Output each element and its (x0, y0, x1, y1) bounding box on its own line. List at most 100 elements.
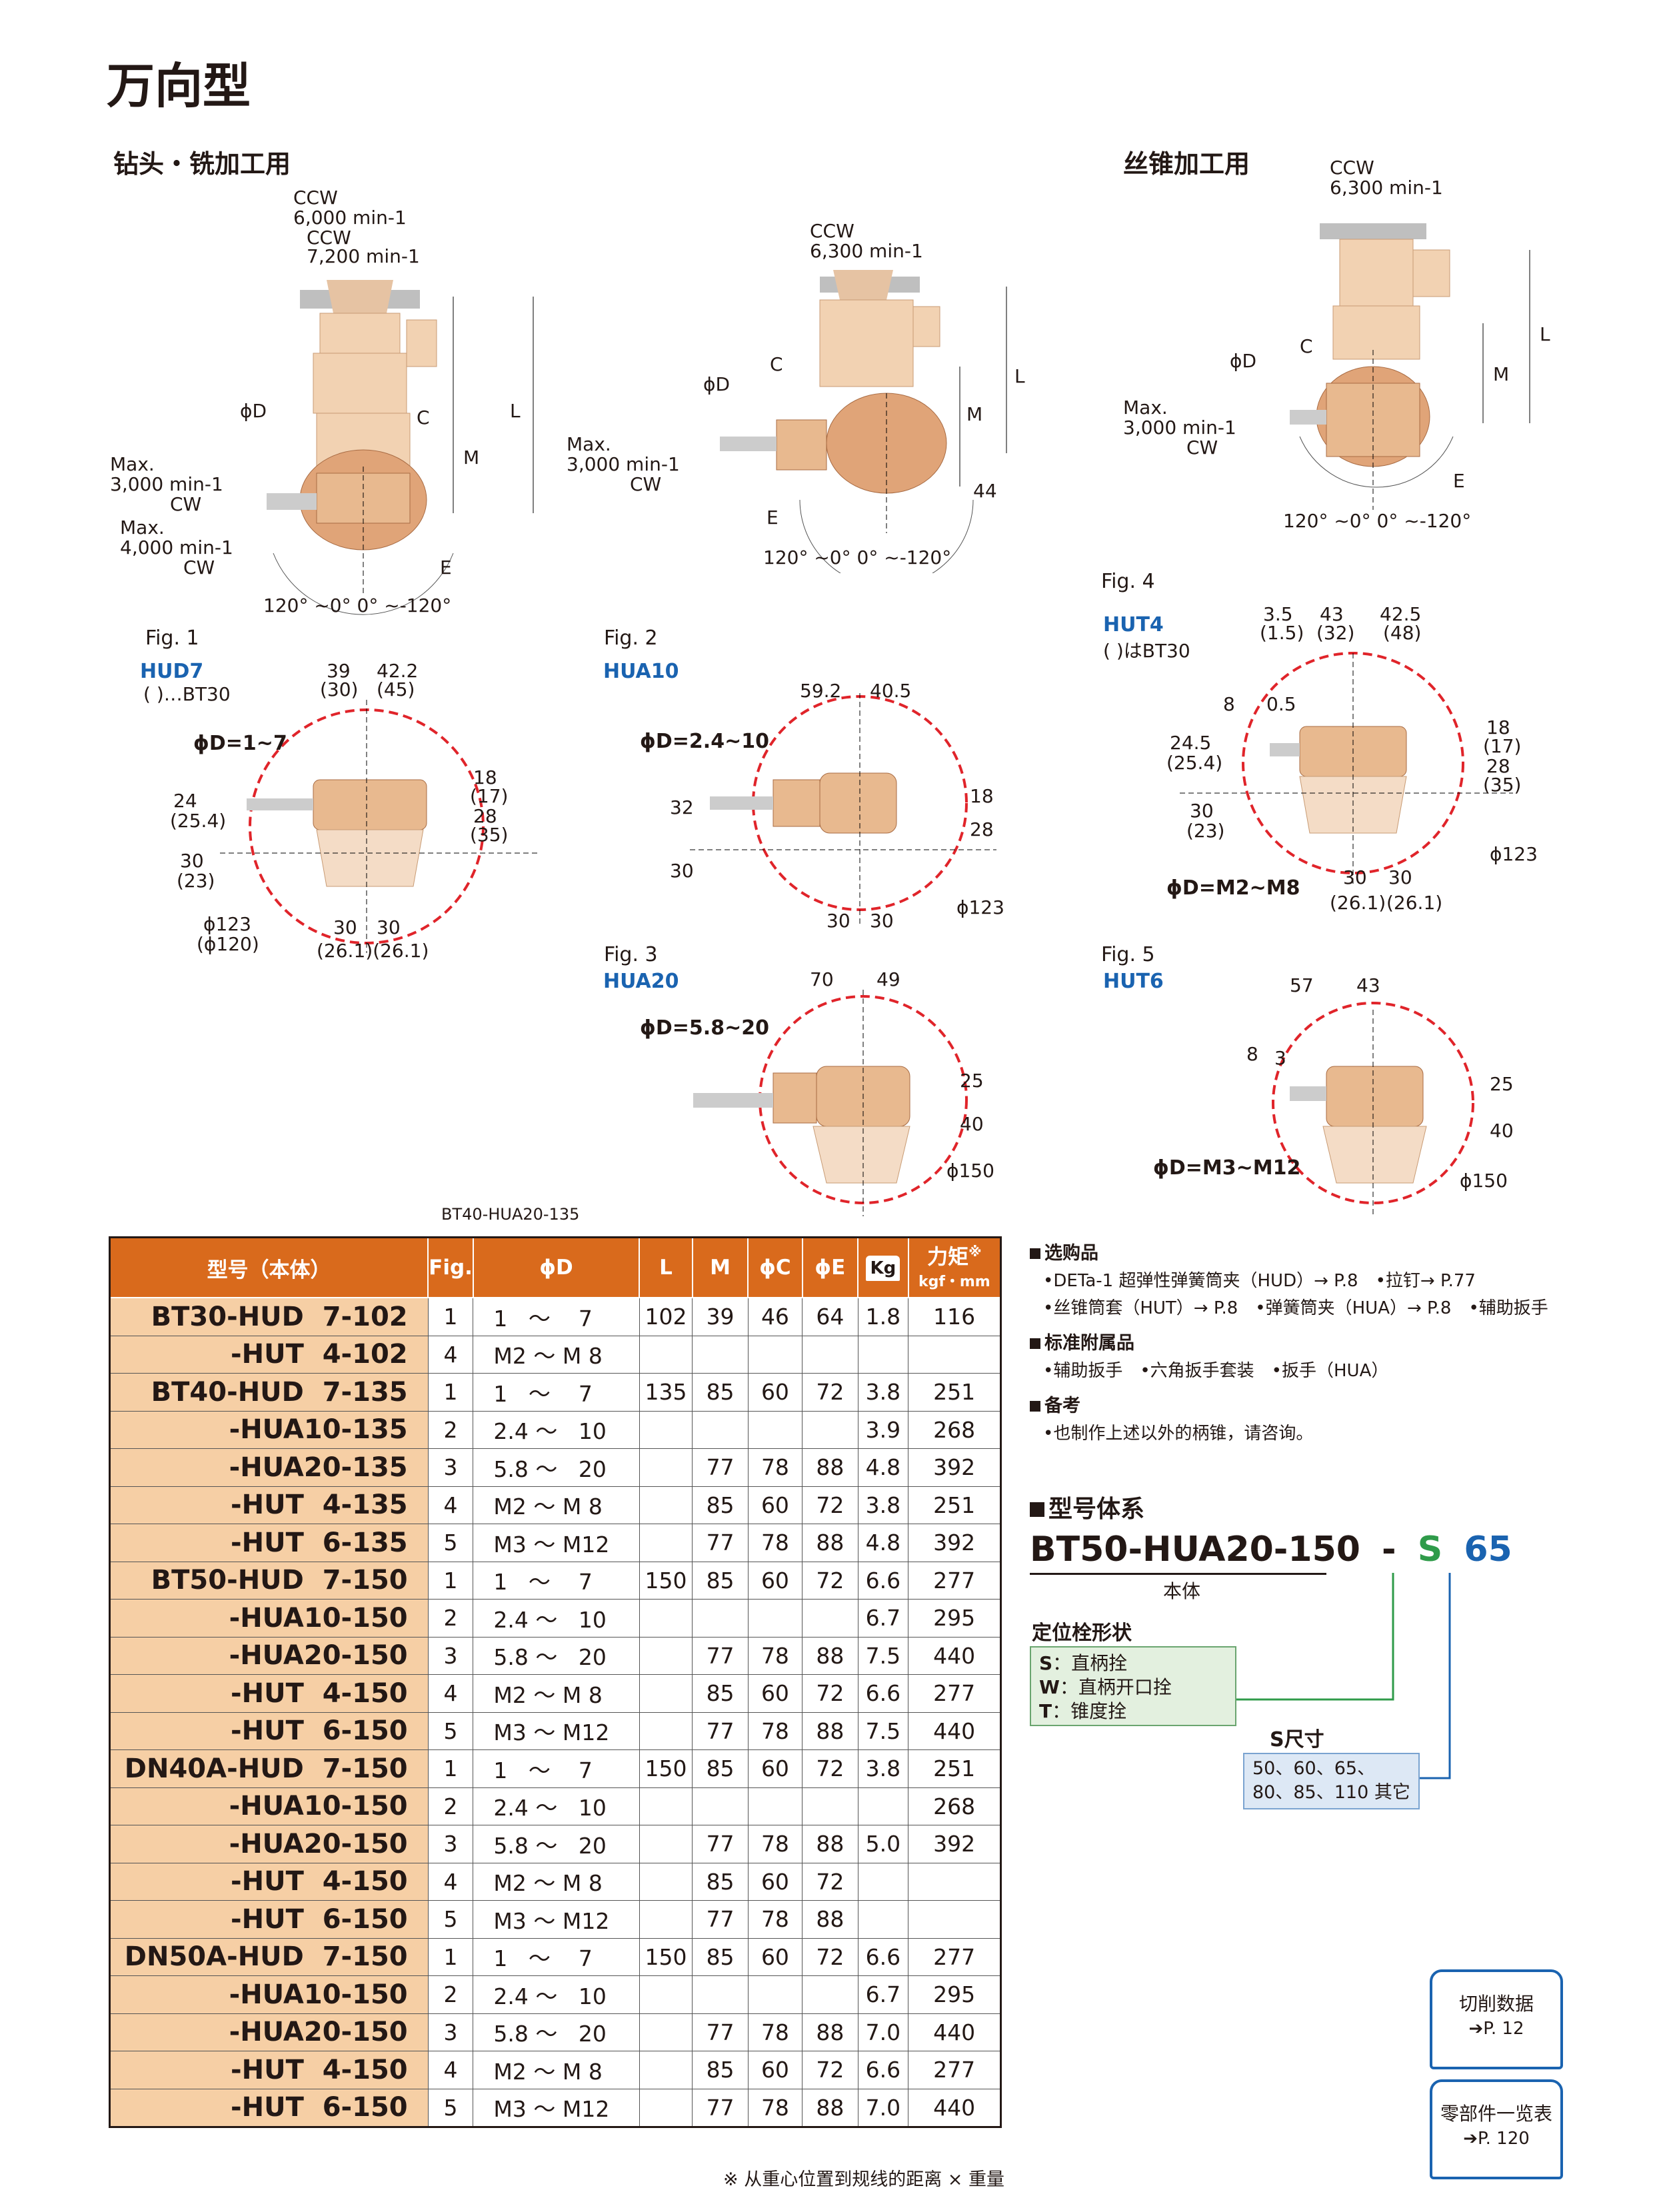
cell-fig: 1 (427, 1937, 474, 1976)
cell-t: 277 (908, 2051, 1001, 2089)
cell-t: 277 (908, 1937, 1001, 1976)
cell-C: 60 (747, 1749, 803, 1788)
hua20-phi150: ϕ150 (946, 1160, 994, 1182)
hut4-note: ( )はBT30 (1103, 640, 1190, 662)
cell-E: 88 (802, 1825, 858, 1863)
col-weight: Kg (857, 1236, 909, 1298)
cell-model: -HUA10-150 (109, 1599, 429, 1638)
cell-model: -HUT 4-102 (109, 1335, 429, 1374)
col-phid: ϕD (472, 1236, 641, 1298)
fig4-l: L (1540, 323, 1550, 345)
cell-kg: 6.7 (857, 1975, 909, 2014)
cell-C (747, 1787, 803, 1825)
cell-t: 268 (908, 1787, 1001, 1825)
col-phic: ϕC (747, 1236, 803, 1298)
cell-L (639, 1975, 693, 2014)
hud7-d254: (25.4) (170, 810, 227, 832)
fig1-max-speed: 3,000 min-1 (110, 473, 223, 495)
fig2-speed: 6,300 min-1 (810, 240, 923, 262)
cell-d: M3 ～ M12 (473, 1900, 640, 1939)
pin-w: W：直柄开口拴 (1039, 1676, 1172, 1698)
hud7-d422: 42.2 (377, 660, 419, 682)
cell-M: 85 (692, 1561, 749, 1600)
cell-M: 85 (692, 1862, 749, 1901)
cell-d: 5.8 ～ 20 (473, 2013, 640, 2051)
torque-unit: kgf・mm (918, 1274, 990, 1291)
cell-M: 85 (692, 1749, 749, 1788)
cell-fig: 5 (427, 1524, 474, 1562)
cell-M: 85 (692, 2051, 749, 2089)
remark-line-1: •也制作上述以外的柄锥，请咨询。 (1043, 1424, 1314, 1444)
pin-s: S：直柄拴 (1039, 1652, 1128, 1674)
cell-M: 85 (692, 1373, 749, 1412)
cell-model: -HUT 4-150 (109, 2051, 429, 2089)
pin-t: T：锥度拴 (1039, 1700, 1127, 1722)
cell-fig: 3 (427, 1825, 474, 1863)
remark-heading: 备考 (1030, 1391, 1548, 1417)
cell-fig: 4 (427, 1862, 474, 1901)
hut4-name: HUT4 (1103, 613, 1164, 636)
fig3-label: Fig. 3 (604, 943, 658, 966)
fig4-drawing (1290, 223, 1530, 510)
hud7-name: HUD7 (140, 660, 204, 683)
cell-d: M3 ～ M12 (473, 1524, 640, 1562)
cell-fig: 4 (427, 1335, 474, 1374)
cell-t: 440 (908, 1636, 1001, 1675)
parts-list-title: 零部件一览表 (1440, 2103, 1552, 2125)
cutting-data-link[interactable]: 切削数据 ➔P. 12 (1430, 1969, 1563, 2069)
cell-d: M3 ～ M12 (473, 1711, 640, 1750)
spec-table: 型号（本体） Fig. ϕD L M ϕC ϕE Kg 力矩※ kgf・mm B… (109, 1236, 1002, 2128)
cell-M (692, 1410, 749, 1449)
fig1-phid: ϕD (240, 400, 267, 422)
fig2-drawing (720, 270, 1007, 587)
cell-fig: 3 (427, 2013, 474, 2051)
cell-fig: 1 (427, 1749, 474, 1788)
hud7-d35: (35) (470, 824, 509, 846)
parts-list-link[interactable]: 零部件一览表 ➔P. 120 (1430, 2079, 1563, 2179)
table-footnote: ※ 从重心位置到规线的距离 × 重量 (723, 2169, 1004, 2190)
cell-E (802, 1410, 858, 1449)
cell-E (802, 1599, 858, 1638)
cell-L (639, 1862, 693, 1901)
cell-model: -HUT 4-150 (109, 1674, 429, 1713)
hut6-diagram: HUT6 57 43 8 3 25 40 ϕ150 ϕD=M3~M12 (1100, 970, 1553, 1223)
hut4-diagram: HUT4 ( )はBT30 3.5 (1.5) 43 (32) 42.5 (48… (1100, 600, 1553, 920)
cell-model: -HUA20-150 (109, 1636, 429, 1675)
model-code-num: 65 (1464, 1530, 1512, 1570)
cell-M: 77 (692, 1448, 749, 1487)
fig2-l: L (1014, 365, 1025, 387)
hua10-drawing (690, 693, 996, 926)
hut4-d425: 42.5 (1380, 603, 1422, 625)
fig1-l: L (510, 400, 521, 422)
cell-kg: 5.0 (857, 1825, 909, 1863)
cell-fig: 4 (427, 2051, 474, 2089)
hua10-name: HUA10 (603, 660, 679, 683)
cell-E: 88 (802, 1636, 858, 1675)
hut4-d254: (25.4) (1166, 752, 1223, 774)
cell-d: 2.4 ～ 10 (473, 1975, 640, 2014)
tap-heading: 丝锥加工用 (1123, 149, 1250, 179)
cell-C: 78 (747, 2013, 803, 2051)
cell-L (639, 1410, 693, 1449)
cell-fig: 2 (427, 1975, 474, 2014)
cell-C (747, 1599, 803, 1638)
hud7-d23: (23) (177, 870, 215, 892)
hua20-diagram: HUA20 70 49 ϕD=5.8~20 25 40 ϕ150 (603, 968, 1030, 1223)
cell-t: 116 (908, 1297, 1001, 1336)
cell-kg (857, 1900, 909, 1939)
cell-fig: 5 (427, 2088, 474, 2127)
cell-kg: 3.8 (857, 1486, 909, 1524)
cell-model: -HUT 4-135 (109, 1486, 429, 1524)
fig1-c: C (417, 407, 430, 429)
cell-C: 78 (747, 1524, 803, 1562)
fig1-m: M (463, 447, 480, 469)
fig2-diagram: CCW 6,300 min-1 ϕD C L M 44 E Max. 3,000… (567, 220, 1033, 587)
hua10-b30b: 30 (870, 910, 894, 932)
fig2-cw: CW (630, 473, 662, 495)
cell-fig: 5 (427, 1711, 474, 1750)
cell-d: M2 ～ M 8 (473, 1335, 640, 1374)
